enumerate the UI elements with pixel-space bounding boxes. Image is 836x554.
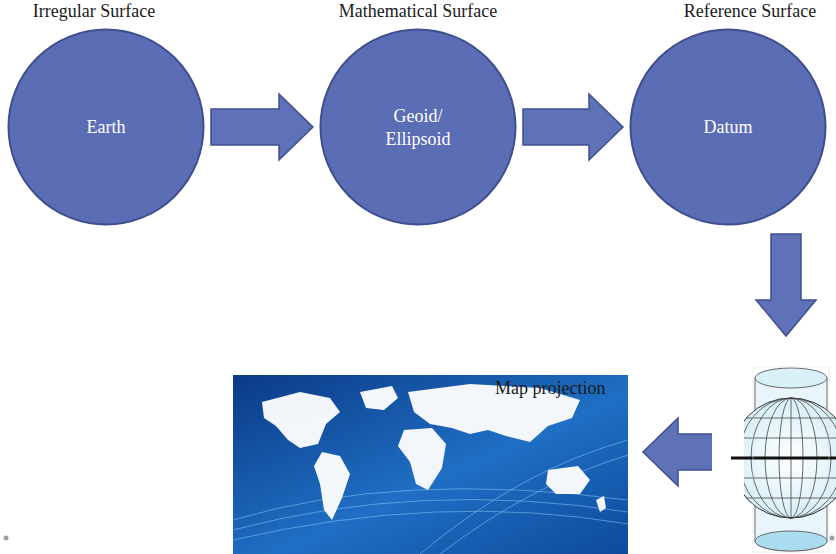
circle-label: Geoid/ Ellipsoid <box>369 105 468 150</box>
circle-text: Earth <box>87 116 126 139</box>
step-label: Map projection <box>495 378 605 399</box>
surface-circle: Reference SurfaceDatum <box>629 28 827 226</box>
cylinder-projection-figure <box>712 366 836 552</box>
circle-shape <box>631 30 826 225</box>
surface-circle: Irregular SurfaceEarth <box>7 28 205 226</box>
surface-heading: Mathematical Surface <box>339 1 497 22</box>
slide-dot <box>4 536 9 541</box>
world-map-picture <box>233 375 628 554</box>
circle-shape <box>9 30 204 225</box>
circle-shape <box>321 30 516 225</box>
block-arrow <box>523 94 623 160</box>
circle-text: Datum <box>704 116 753 139</box>
surface-heading: Reference Surface <box>684 1 816 22</box>
circle-label: Datum <box>704 116 753 139</box>
slide-dot <box>830 536 835 541</box>
block-arrow <box>211 94 313 160</box>
surface-circle: Mathematical SurfaceGeoid/ Ellipsoid <box>319 28 517 226</box>
circle-label: Earth <box>87 116 126 139</box>
circle-outline <box>319 28 517 226</box>
block-arrow <box>756 234 816 336</box>
surface-heading: Irregular Surface <box>33 1 155 22</box>
circle-text: Geoid/ Ellipsoid <box>369 105 468 150</box>
